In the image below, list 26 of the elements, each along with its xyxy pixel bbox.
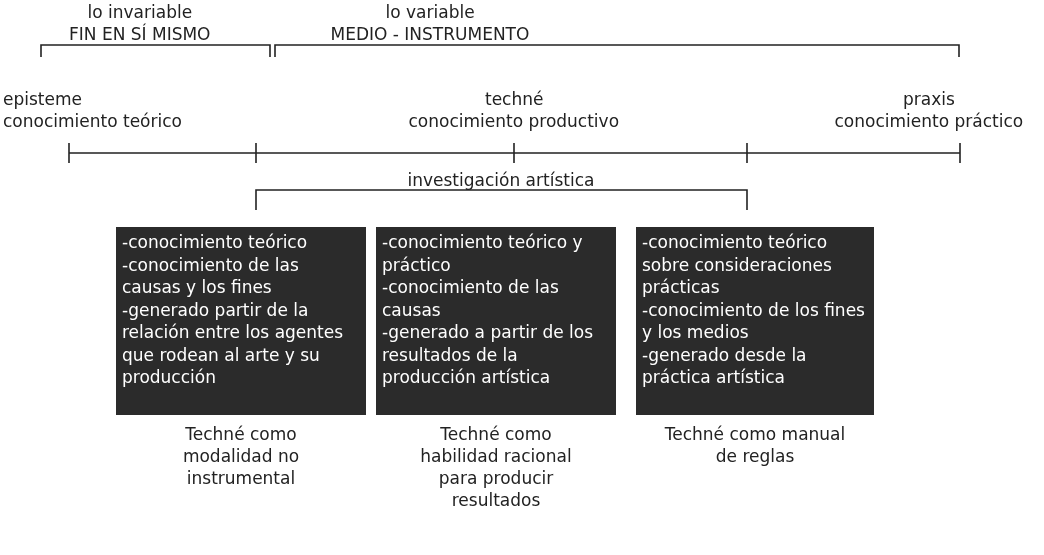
bullet-text: -conocimiento teórico (122, 231, 309, 254)
bullet-text: -conocimiento de las causas y los fines (122, 253, 300, 299)
scale-label: conocimiento práctico (834, 111, 1024, 131)
bullet-text: -generado a partir de los resultados de la producción artística (382, 321, 595, 389)
node-label: Techné como modalidad no instrumental (181, 423, 301, 489)
bullet-text: -generado desde la práctica artística (642, 343, 808, 389)
node-label: Techné como habilidad racional para producir resultados (419, 423, 573, 511)
scale-label: conocimiento teórico (3, 111, 182, 131)
bullet-text: -conocimiento teórico y práctico (382, 231, 584, 276)
text-box (116, 227, 366, 415)
scale-label: praxis (903, 89, 955, 109)
text-box (636, 227, 874, 415)
text-box (376, 227, 616, 415)
bullet-text: -conocimiento de las causas (382, 276, 560, 321)
bullet-text: -conocimiento teórico sobre consideraciones prácticas (642, 231, 833, 299)
scale-label: FIN EN SÍ MISMO (69, 24, 211, 44)
scale-label: MEDIO - INSTRUMENTO (330, 24, 530, 44)
scale-label: episteme (3, 89, 82, 109)
scale-label: lo variable (385, 2, 475, 22)
scale-label: techné (485, 89, 544, 109)
scale-label: lo invariable (87, 2, 193, 22)
scale-label: conocimiento productivo (408, 111, 620, 131)
bullet-text: -conocimiento de los fines y los medios (642, 298, 866, 344)
bullet-text: -generado partir de la relación entre los agentes que rodean al arte y su producción (122, 298, 345, 389)
node-label: Techné como manual de reglas (663, 423, 847, 467)
scale-label: investigación artística (407, 170, 595, 190)
